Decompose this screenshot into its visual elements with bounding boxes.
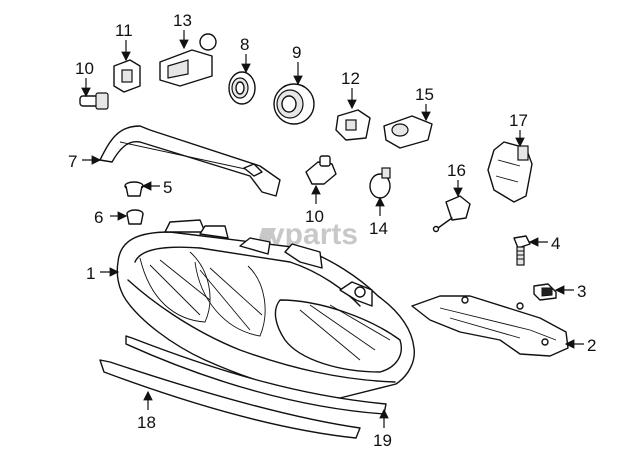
callout-10-upper: 10 bbox=[75, 59, 94, 78]
callout-5: 5 bbox=[163, 178, 172, 197]
part-10-bulb-upper bbox=[79, 92, 109, 110]
part-4-bolt bbox=[513, 235, 531, 266]
callout-14: 14 bbox=[369, 219, 388, 238]
part-14-small-bulb bbox=[369, 167, 391, 199]
part-7-trim-strip bbox=[99, 125, 281, 197]
part-18-lower-seal bbox=[99, 359, 361, 439]
part-2-bracket bbox=[411, 295, 569, 357]
callout-2: 2 bbox=[587, 336, 596, 355]
part-5-grommet bbox=[124, 181, 144, 197]
part-11-socket bbox=[113, 59, 141, 93]
callout-9: 9 bbox=[292, 43, 301, 62]
part-16-leveling-motor bbox=[432, 195, 471, 233]
callout-18: 18 bbox=[137, 413, 156, 432]
part-17-ballast bbox=[487, 141, 533, 203]
callout-4: 4 bbox=[551, 234, 560, 253]
part-10-bulb-holder-lower bbox=[305, 155, 337, 185]
callout-11: 11 bbox=[115, 21, 133, 40]
callout-labels: 1 2 3 4 5 6 7 8 9 10 10 11 12 13 14 15 1… bbox=[68, 11, 596, 450]
callout-17: 17 bbox=[509, 111, 528, 130]
part-8-socket-ring bbox=[228, 71, 256, 105]
callout-1: 1 bbox=[86, 264, 95, 283]
part-6-grommet bbox=[126, 209, 144, 225]
callout-13: 13 bbox=[173, 11, 192, 30]
callout-6: 6 bbox=[94, 208, 103, 227]
callout-15: 15 bbox=[415, 85, 434, 104]
callout-8: 8 bbox=[240, 35, 249, 54]
part-3-clip bbox=[533, 283, 557, 301]
callout-7: 7 bbox=[68, 152, 77, 171]
leader-lines bbox=[81, 30, 584, 428]
callout-10-lower: 10 bbox=[305, 207, 324, 226]
callout-3: 3 bbox=[577, 282, 586, 301]
callout-16: 16 bbox=[447, 161, 466, 180]
part-9-cap bbox=[273, 83, 315, 125]
part-15-socket bbox=[383, 115, 433, 149]
callout-19: 19 bbox=[373, 431, 392, 450]
part-13-xenon-bulb bbox=[159, 33, 217, 87]
callout-12: 12 bbox=[341, 69, 360, 88]
part-12-socket bbox=[335, 109, 371, 141]
watermark-logo-mark bbox=[258, 228, 276, 242]
part-1-headlight-housing bbox=[116, 219, 415, 399]
